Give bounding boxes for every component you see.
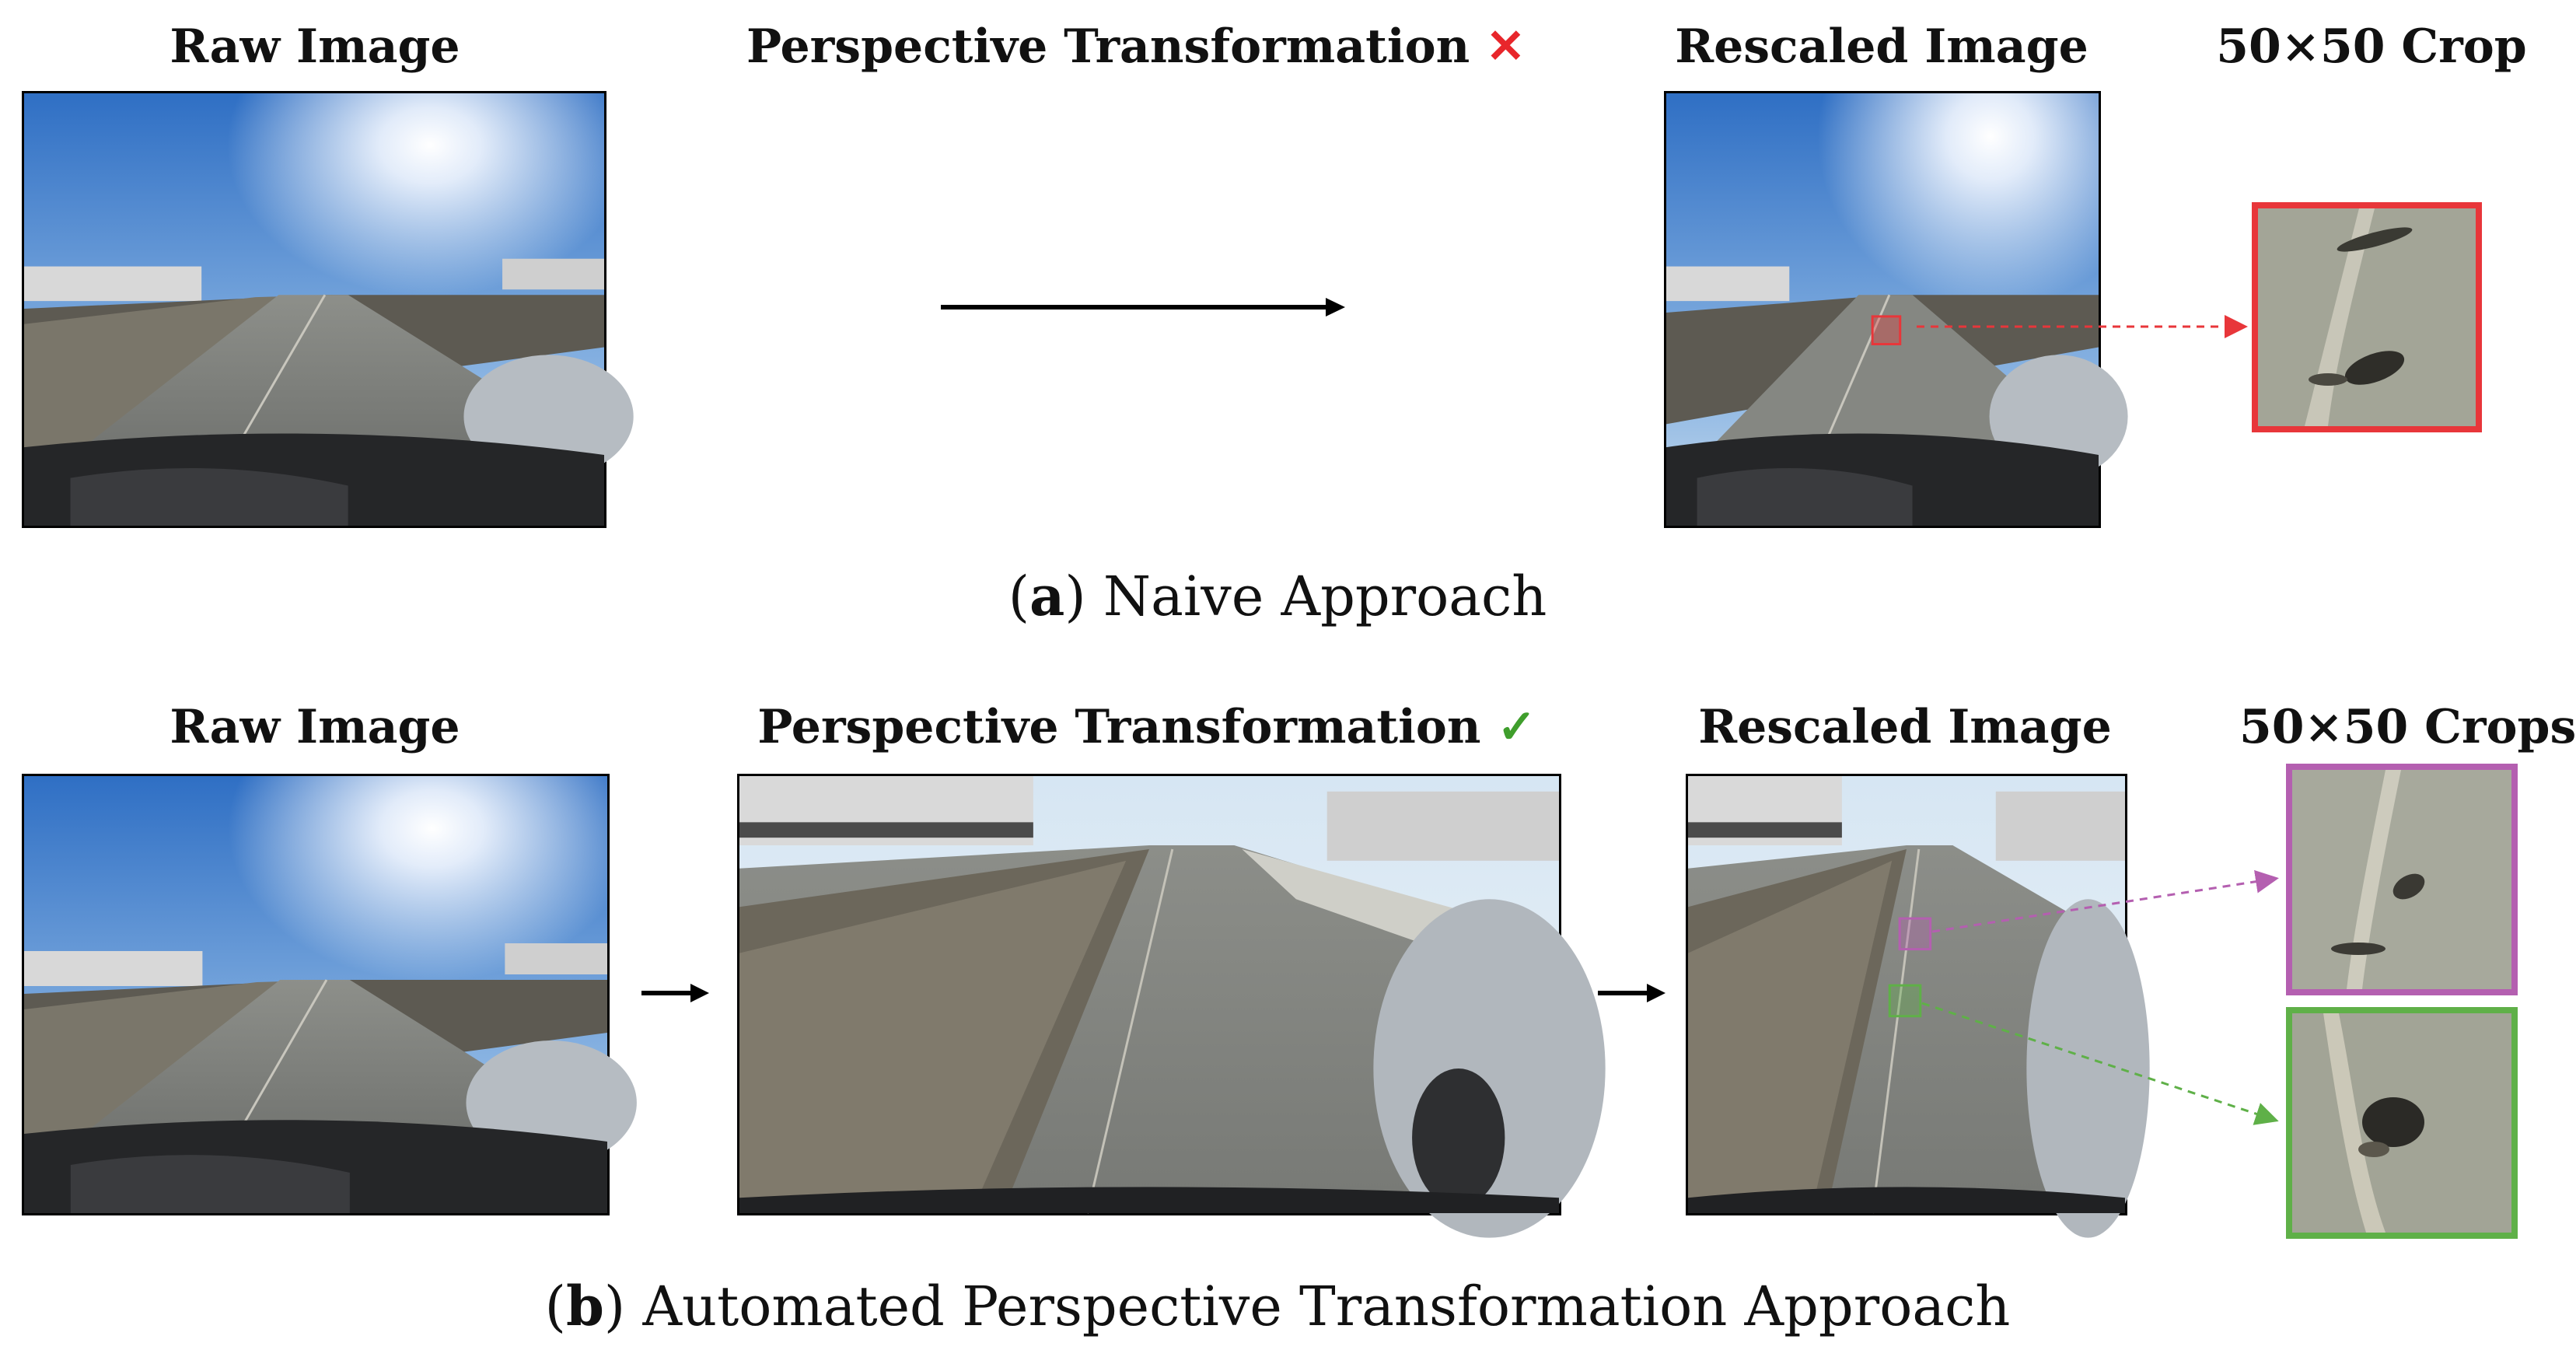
panel-a-caption-text: Naive Approach <box>1103 565 1547 628</box>
panel-b-crop-region-green <box>1888 984 1922 1018</box>
panel-b-raw-title: Raw Image <box>170 700 460 754</box>
panel-b-arrow-2 <box>1598 984 1665 1002</box>
panel-b-rescaled-title: Rescaled Image <box>1698 700 2112 754</box>
panel-a-crop-title: 50×50 Crop <box>2216 19 2527 74</box>
panel-b-caption-letter: b <box>565 1274 604 1338</box>
panel-b-arrow-1 <box>641 984 709 1002</box>
panel-b-caption-text: Automated Perspective Transformation App… <box>642 1275 2011 1338</box>
panel-b-crop-purple <box>2286 764 2518 995</box>
panel-a-caption: (a) Naive Approach <box>1008 564 1547 628</box>
panel-a-perspective-label: Perspective Transformation <box>746 19 1470 74</box>
panel-b-caption: (b) Automated Perspective Transformation… <box>544 1274 2011 1338</box>
panel-a-raw-image <box>22 91 634 528</box>
panel-b-rescaled-image <box>1686 774 2150 1238</box>
panel-a-raw-title: Raw Image <box>170 19 460 74</box>
panel-a-crop-region <box>1871 315 1902 346</box>
panel-b-perspective-label: Perspective Transformation <box>757 700 1481 754</box>
cross-icon: ✕ <box>1486 19 1526 74</box>
check-icon: ✓ <box>1497 700 1536 754</box>
panel-a-crop <box>2252 202 2482 432</box>
panel-a-arrow <box>941 298 1345 317</box>
panel-b-crops-title: 50×50 Crops <box>2239 700 2576 754</box>
panel-b-perspective-title: Perspective Transformation ✓ <box>731 704 1563 750</box>
panel-b-crop-region-purple <box>1898 917 1932 951</box>
panel-b-transformed-image <box>737 774 1606 1238</box>
panel-a-perspective-title: Perspective Transformation ✕ <box>746 23 1525 70</box>
panel-a-rescaled-title: Rescaled Image <box>1675 19 2088 74</box>
panel-b-raw-image <box>22 774 637 1215</box>
panel-a-rescaled-image <box>1664 91 2128 528</box>
panel-b-crop-green <box>2286 1007 2518 1239</box>
panel-a-caption-letter: a <box>1029 564 1065 628</box>
